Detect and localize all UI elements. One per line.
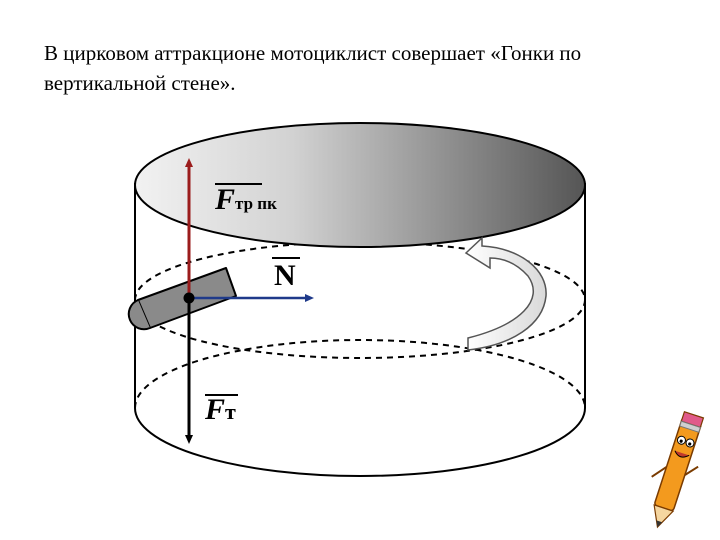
friction-force-label: Fтр пк	[214, 183, 277, 216]
normal-force-label: N	[274, 259, 296, 292]
cylinder-bottom-back	[134, 339, 586, 409]
contact-point	[183, 292, 195, 304]
pencil-mascot-icon	[651, 410, 705, 529]
problem-text: В цирковом аттракционе мотоциклист совер…	[44, 41, 582, 95]
gravity-force-label: Fт	[204, 393, 236, 426]
cylinder-bottom-front	[134, 407, 586, 477]
rotation-arrow-icon	[464, 236, 547, 351]
trajectory-ellipse	[134, 241, 586, 359]
cylinder-top-disk	[134, 122, 586, 248]
